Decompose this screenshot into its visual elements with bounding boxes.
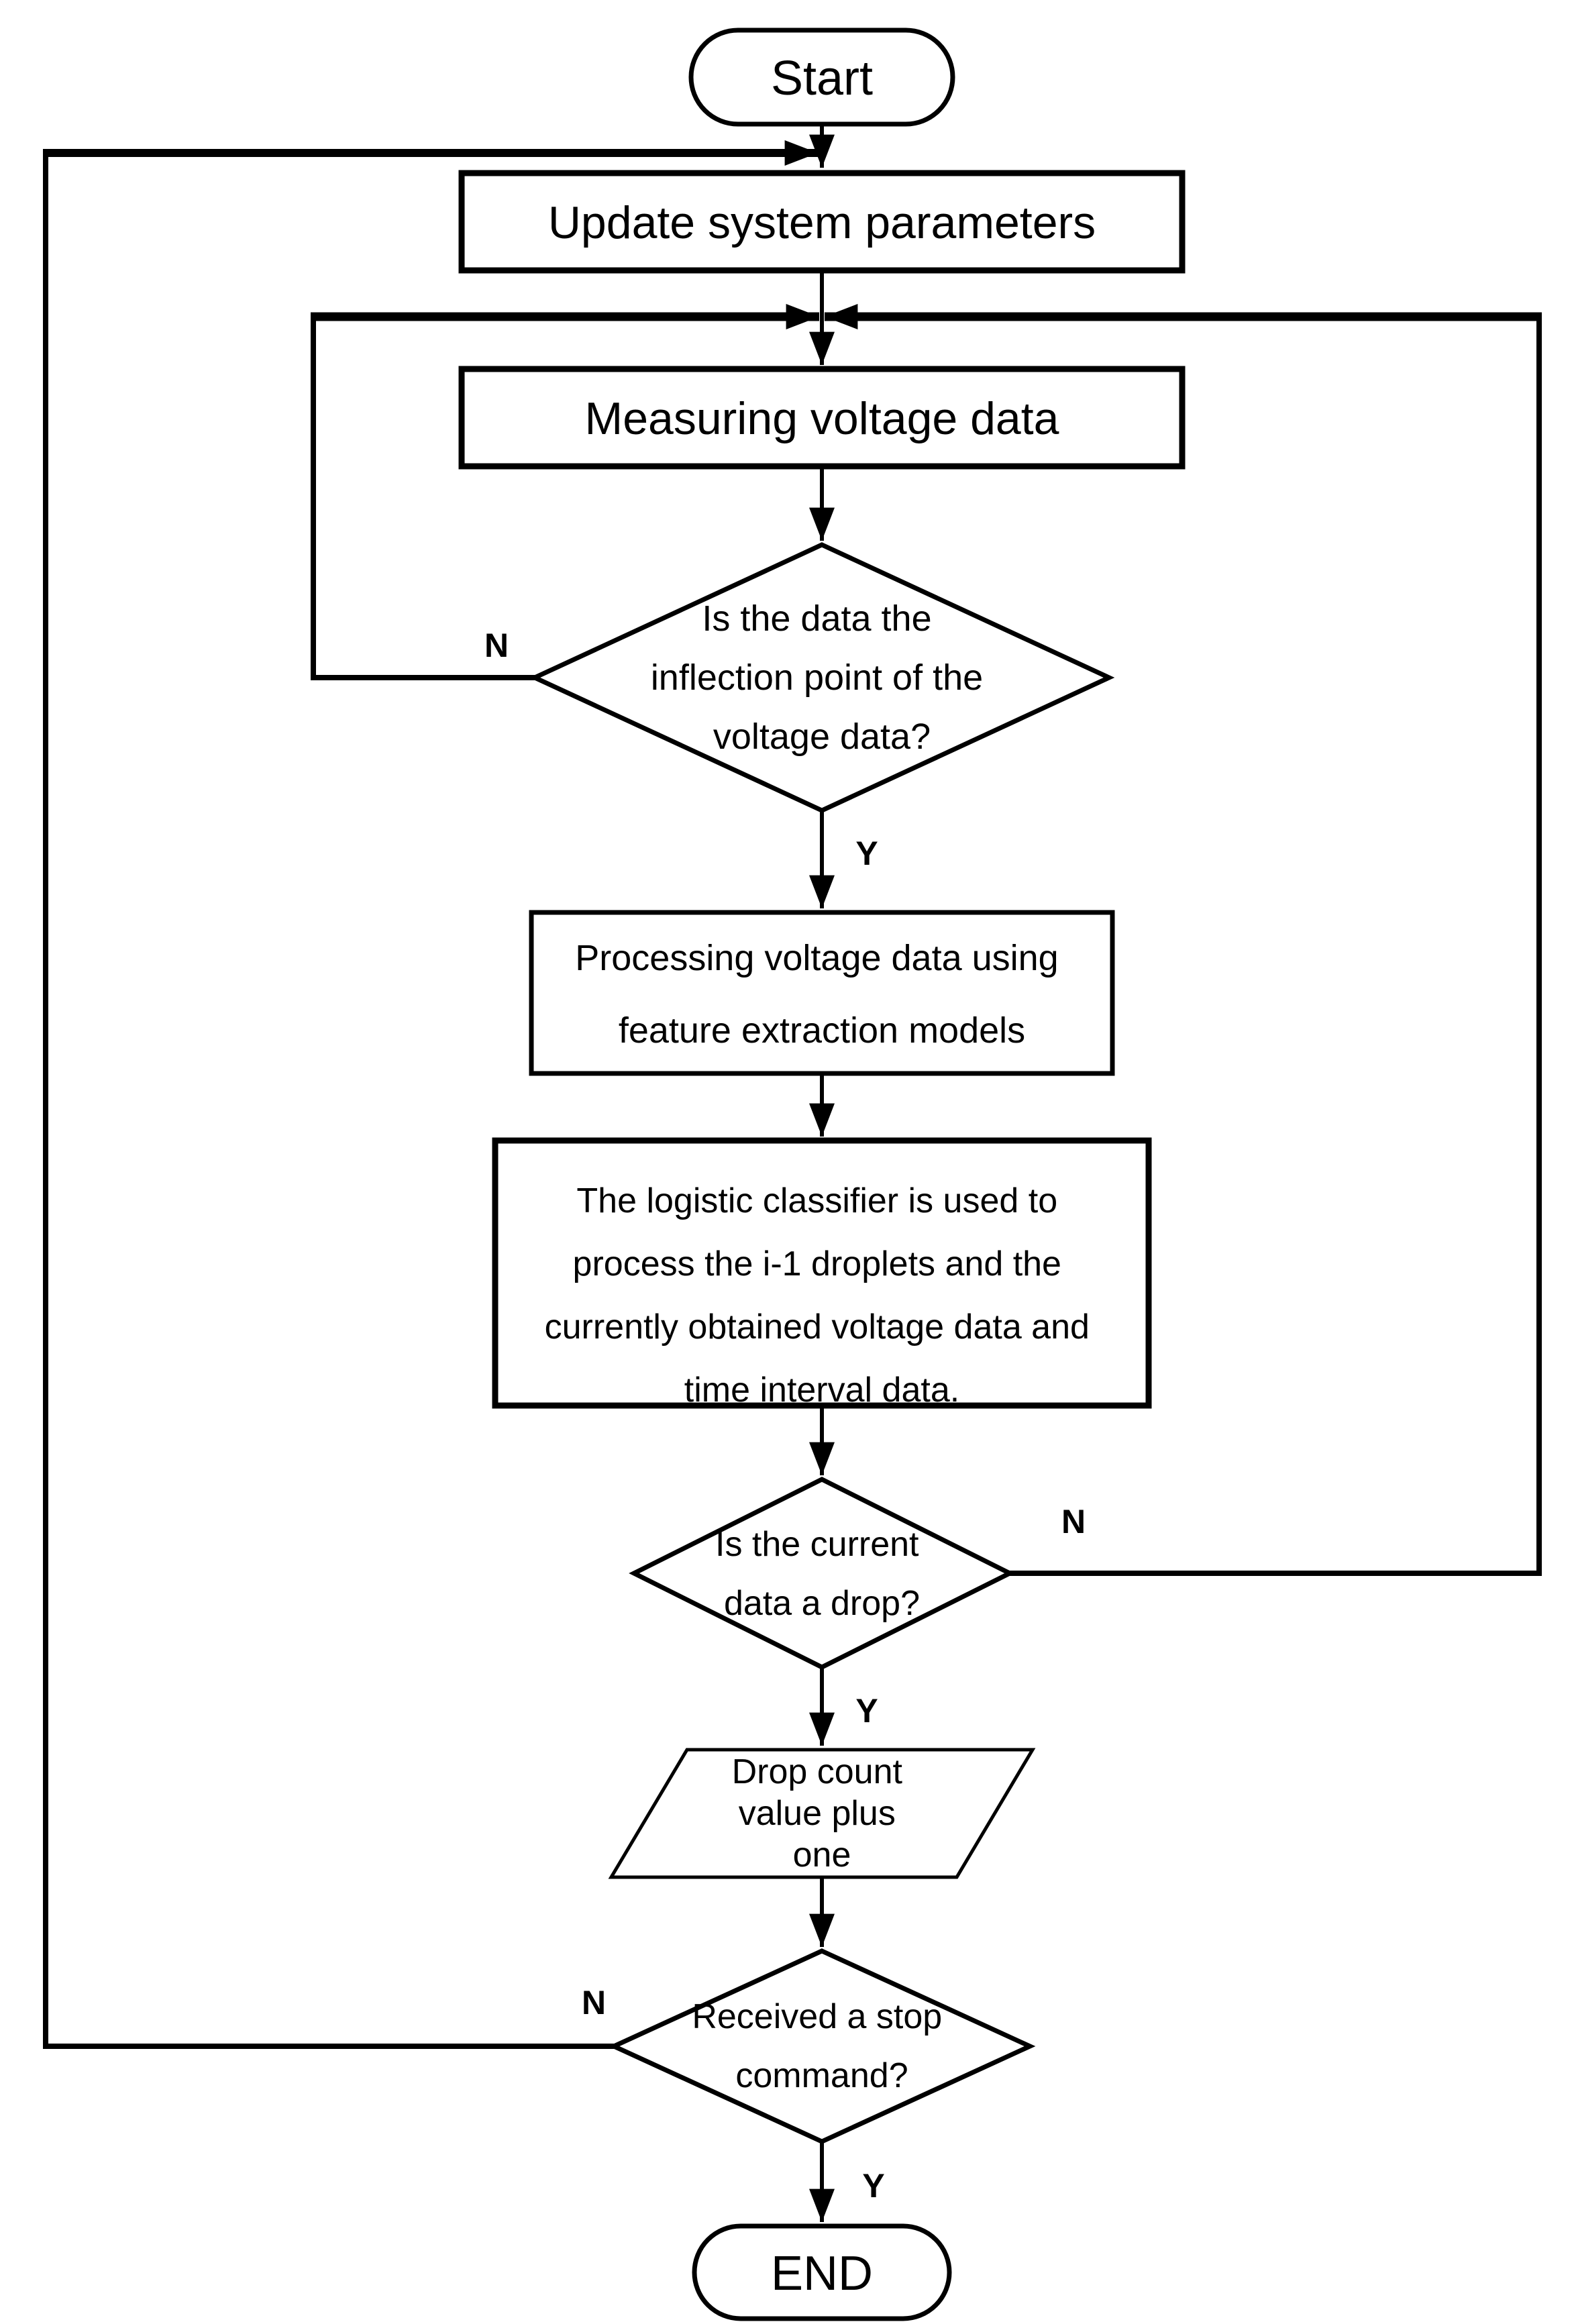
measure-node: Measuring voltage data	[458, 366, 1186, 470]
inflection-decision-label: Is the data the inflection point of the …	[651, 598, 993, 757]
text-line: Is the current	[715, 1525, 919, 1564]
inflection-decision-node: Is the data the inflection point of the …	[529, 542, 1115, 813]
end-label: END	[771, 2247, 873, 2301]
label-drop-no: N	[1061, 1503, 1086, 1540]
start-node: Start	[688, 28, 955, 127]
text-line: data a drop?	[724, 1584, 920, 1623]
logistic-classifier-node: The logistic classifier is used to proce…	[492, 1137, 1152, 1410]
drop-decision-label: Is the current data a drop?	[715, 1525, 929, 1623]
text-line: command?	[735, 2056, 908, 2095]
text-line: currently obtained voltage data and	[545, 1308, 1090, 1346]
label-drop-yes: Y	[855, 1692, 878, 1730]
logistic-classifier-shape	[492, 1137, 1152, 1409]
update-params-shape	[458, 170, 1186, 274]
feature-extraction-node: Processing voltage data using feature ex…	[529, 910, 1115, 1076]
label-inflection-yes: Y	[855, 835, 878, 872]
label-stop-no: N	[582, 1984, 606, 2021]
logistic-classifier-label: The logistic classifier is used to proce…	[545, 1181, 1100, 1410]
text-line: value plus	[739, 1794, 896, 1833]
label-stop-yes: Y	[862, 2167, 884, 2205]
stop-decision-shape	[608, 1948, 1036, 2144]
drop-decision-shape	[629, 1477, 1015, 1670]
feature-extraction-shape	[529, 910, 1115, 1076]
end-node: END	[692, 2223, 952, 2321]
text-line: Drop count	[732, 1752, 903, 1791]
text-line: voltage data?	[713, 717, 931, 757]
measure-shape	[458, 366, 1186, 470]
end-terminator-shape	[692, 2223, 952, 2321]
edge-stop-no-loop	[43, 140, 818, 2049]
text-line: time interval data.	[684, 1371, 959, 1410]
drop-count-label: Drop count value plus one	[732, 1752, 912, 1874]
text-line: Received a stop	[692, 1997, 942, 2036]
text-line: inflection point of the	[651, 657, 983, 698]
stop-decision-label: Received a stop command?	[692, 1997, 951, 2095]
update-params-node: Update system parameters	[458, 170, 1186, 274]
text-line: Is the data the	[702, 598, 931, 639]
text-line: feature extraction models	[619, 1010, 1025, 1051]
edge-inflection-no-loop	[311, 304, 819, 680]
text-line: The logistic classifier is used to	[576, 1181, 1057, 1220]
start-label: Start	[771, 52, 873, 105]
feature-extraction-label: Processing voltage data using feature ex…	[575, 938, 1068, 1051]
label-inflection-no: N	[484, 627, 509, 664]
start-terminator-shape	[688, 28, 955, 127]
text-line: process the i-1 droplets and the	[573, 1245, 1061, 1283]
drop-decision-node: Is the current data a drop?	[629, 1477, 1015, 1670]
edge-drop-no-loop	[825, 304, 1542, 1576]
drop-count-shape	[608, 1748, 1036, 1879]
stop-decision-node: Received a stop command?	[608, 1948, 1036, 2144]
inflection-decision-shape	[529, 542, 1115, 813]
text-line: one	[793, 1836, 851, 1874]
measure-label: Measuring voltage data	[585, 393, 1059, 444]
text-line: Processing voltage data using	[575, 938, 1058, 978]
drop-count-node: Drop count value plus one	[608, 1748, 1036, 1879]
update-params-label: Update system parameters	[548, 197, 1096, 248]
